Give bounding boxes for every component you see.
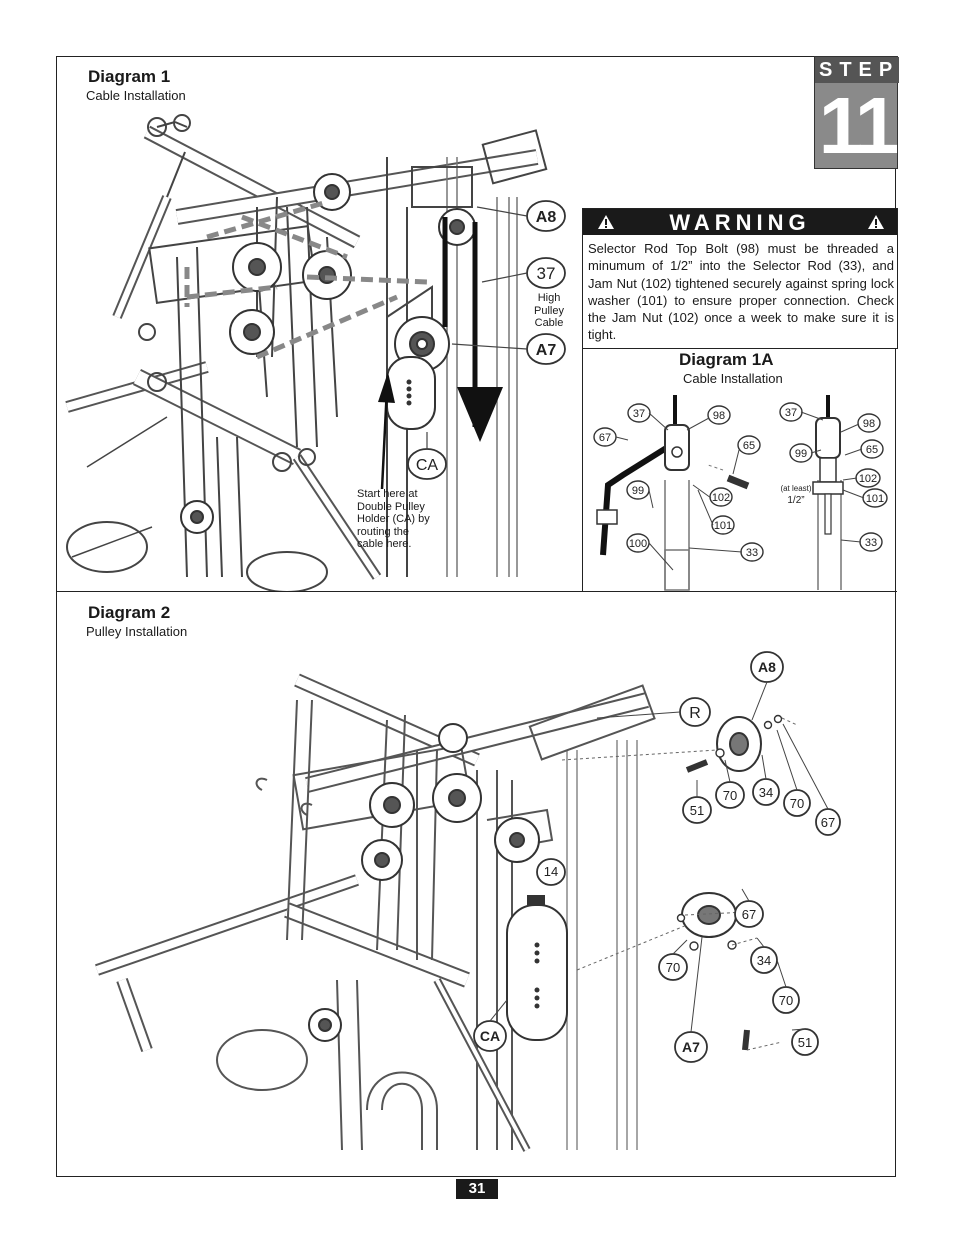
- diagram1a-at-least: (at least): [780, 484, 811, 493]
- diagram1-label-a7: A7: [536, 342, 557, 359]
- warning-title: WARNING: [669, 210, 811, 235]
- note-line: Double Pulley: [357, 500, 425, 513]
- warning-text: Selector Rod Top Bolt (98) must be threa…: [588, 241, 894, 343]
- warning-triangle-icon: [598, 215, 614, 229]
- diagram1a-label: 101: [866, 493, 884, 505]
- note-line: Cable: [534, 317, 564, 329]
- page-number: 31: [456, 1179, 498, 1199]
- diagram2-label: 67: [742, 907, 756, 922]
- diagram2-illustration: A8 R 70 34 70 51 67 14 67 34 70 51 70 CA…: [95, 651, 841, 1152]
- diagram2-label: 51: [798, 1035, 812, 1050]
- step-word: STEP: [815, 57, 899, 83]
- diagram1a-label: 100: [629, 538, 647, 550]
- diagram1a-subtitle: Cable Installation: [683, 371, 783, 386]
- warning-box: WARNING Selector Rod Top Bolt (98) must …: [582, 208, 898, 349]
- diagram1a-label: 37: [785, 407, 797, 419]
- diagram2-label: 67: [821, 815, 835, 830]
- diagram2-label-a7: A7: [682, 1039, 700, 1055]
- diagram2-label: 70: [779, 993, 793, 1008]
- note-line: Pulley: [534, 304, 564, 317]
- diagram1a-label: 102: [859, 473, 877, 485]
- step-badge: STEP 11: [814, 56, 900, 170]
- diagram1a-title: Diagram 1A: [679, 350, 774, 369]
- diagram1-label-37: 37: [537, 264, 556, 283]
- diagram1a-label: 99: [632, 485, 644, 497]
- diagram1-label-ca: CA: [416, 457, 439, 474]
- diagram1-illustration: A8 37 A7 CA: [65, 114, 566, 591]
- diagram1a-label: 33: [746, 547, 758, 559]
- diagram1a-label: 99: [795, 448, 807, 460]
- diagram1a-label: 101: [714, 520, 732, 532]
- note-line: Start here at: [357, 488, 418, 500]
- diagram1a-label: 65: [743, 440, 755, 452]
- diagram2-label-r: R: [689, 705, 701, 722]
- step-number: 11: [818, 81, 900, 170]
- diagram2-label: 70: [790, 796, 804, 811]
- diagram1-subtitle: Cable Installation: [86, 88, 186, 103]
- diagram1a-divider: [582, 348, 583, 592]
- diagram1a-label: 98: [863, 418, 875, 430]
- diagram1a-label: 37: [633, 408, 645, 420]
- diagram2-label: 70: [723, 788, 737, 803]
- warning-triangle-icon: [868, 215, 884, 229]
- note-line: Holder (CA) by: [357, 513, 430, 525]
- start-routing-note: Start here at Double Pulley Holder (CA) …: [357, 488, 430, 551]
- note-line: cable here.: [357, 538, 412, 550]
- diagram2-label-a8: A8: [758, 659, 776, 675]
- diagram2-label: 70: [666, 960, 680, 975]
- diagram2-label: 34: [757, 953, 771, 968]
- warning-header: WARNING: [583, 209, 897, 235]
- diagram2-subtitle: Pulley Installation: [86, 624, 188, 639]
- diagram1-label-a8: A8: [536, 209, 557, 226]
- diagram2-label-ca: CA: [480, 1028, 500, 1044]
- diagram1a-label: 102: [712, 492, 730, 504]
- diagram1a-label: 33: [865, 537, 877, 549]
- section-divider: [56, 591, 897, 592]
- diagram2-label: 14: [544, 864, 558, 879]
- diagram1a-label: 98: [713, 410, 725, 422]
- diagram2-label: 51: [690, 803, 704, 818]
- diagram2-label: 34: [759, 785, 773, 800]
- diagram1a-label: 67: [599, 432, 611, 444]
- diagram1a-label: 65: [866, 444, 878, 456]
- diagram2-title: Diagram 2: [88, 603, 171, 622]
- diagram1a-half-inch: 1/2”: [787, 495, 804, 506]
- page-frame: [56, 56, 896, 1177]
- high-pulley-cable-note: High Pulley Cable: [530, 292, 568, 330]
- note-line: routing the: [357, 525, 409, 538]
- note-line: High: [537, 292, 561, 304]
- diagram1-title: Diagram 1: [88, 67, 171, 86]
- diagram1a-illustration: 37 67 98 65 99 102 101 100 33 37 98 99 6…: [593, 395, 888, 591]
